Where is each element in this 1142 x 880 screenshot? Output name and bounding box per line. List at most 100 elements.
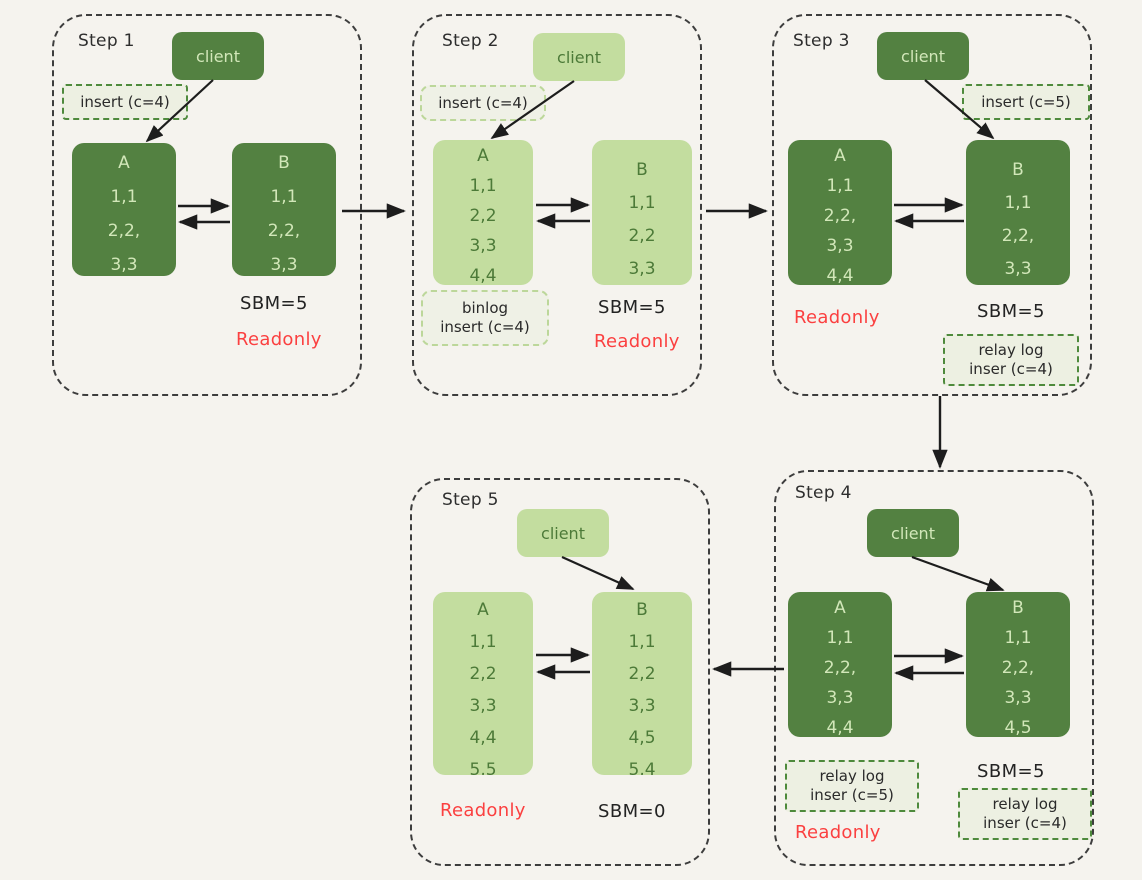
node-b-step1: B 1,1 2,2, 3,3 [232,143,336,276]
step-container-3 [772,14,1092,396]
sbm-label-step3: SBM=5 [977,301,1045,322]
node-row: 4,4 [469,266,497,285]
node-title: A [118,153,130,173]
node-a-step2: A 1,1 2,2 3,3 4,4 [433,140,533,285]
node-row: 1,1 [469,176,497,196]
step-label-5: Step 5 [442,490,499,510]
step-label-2: Step 2 [442,31,499,51]
client-box-step5: client [517,509,609,557]
sbm-label-step4: SBM=5 [977,761,1045,782]
relay-note-line2: inser (c=4) [983,814,1067,832]
node-a-step4: A 1,1 2,2, 3,3 4,4 [788,592,892,737]
node-row: 2,2, [823,658,857,678]
node-row: 2,2, [823,206,857,226]
node-row: 1,1 [1004,628,1032,648]
node-row: 3,3 [469,236,497,256]
node-b-step3: B 1,1 2,2, 3,3 [966,140,1070,285]
sbm-label-step5: SBM=0 [598,801,666,822]
node-row: 3,3 [826,236,854,256]
node-row: 1,1 [270,187,298,207]
node-title: B [278,153,290,173]
node-row: 3,3 [628,259,656,279]
node-row: 4,4 [469,728,497,748]
client-box-step1: client [172,32,264,80]
binlog-note-step2: binlog insert (c=4) [421,290,549,346]
client-note-step2: insert (c=4) [420,85,546,121]
binlog-note-line2: insert (c=4) [440,318,530,336]
node-a-step3: A 1,1 2,2, 3,3 4,4 [788,140,892,285]
step-label-4: Step 4 [795,483,852,503]
node-row: 4,4 [826,718,854,737]
client-note-step1: insert (c=4) [62,84,188,120]
node-title: A [477,146,489,166]
node-row: 4,5 [628,728,656,748]
node-row: 1,1 [628,193,656,213]
node-row: 2,2 [628,226,656,246]
node-row: 2,2 [628,664,656,684]
readonly-label-step2: Readonly [594,331,680,352]
client-box-step3: client [877,32,969,80]
node-row: 2,2 [469,664,497,684]
relay-note-b-step4: relay log inser (c=4) [958,788,1092,840]
node-a-step1: A 1,1 2,2, 3,3 [72,143,176,276]
node-title: B [636,600,648,620]
relay-note-step3: relay log inser (c=4) [943,334,1079,386]
node-row: 1,1 [826,176,854,196]
binlog-note-line1: binlog [461,299,509,318]
node-row: 3,3 [110,255,138,275]
node-row: 1,1 [1004,193,1032,213]
relay-note-line1: relay log [978,341,1044,360]
node-b-step2: B 1,1 2,2 3,3 [592,140,692,285]
step-label-1: Step 1 [78,31,135,51]
node-b-step4: B 1,1 2,2, 3,3 4,5 [966,592,1070,737]
readonly-label-step5: Readonly [440,800,526,821]
node-title: B [636,160,648,180]
node-row: 2,2, [1001,658,1035,678]
client-note-step3: insert (c=5) [962,84,1090,120]
node-row: 1,1 [110,187,138,207]
node-row: 3,3 [270,255,298,275]
node-row: 3,3 [469,696,497,716]
node-row: 1,1 [826,628,854,648]
client-box-step2: client [533,33,625,81]
node-row: 3,3 [628,696,656,716]
node-row: 1,1 [469,632,497,652]
step-container-5 [410,478,710,866]
readonly-label-step1: Readonly [236,329,322,350]
node-row: 2,2 [469,206,497,226]
readonly-label-step3: Readonly [794,307,880,328]
client-note-text: insert (c=4) [438,93,528,112]
node-row: 3,3 [1004,259,1032,279]
node-a-step5: A 1,1 2,2 3,3 4,4 5,5 [433,592,533,775]
node-row: 4,4 [826,266,854,285]
relay-note-line1: relay log [819,767,885,786]
step-container-2 [412,14,702,396]
client-box-step4: client [867,509,959,557]
relay-note-line1: relay log [992,795,1058,814]
node-row: 2,2, [1001,226,1035,246]
sbm-label-step1: SBM=5 [240,293,308,314]
client-note-text: insert (c=4) [80,92,170,111]
node-title: A [477,600,489,620]
sbm-label-step2: SBM=5 [598,297,666,318]
node-row: 3,3 [826,688,854,708]
step-label-3: Step 3 [793,31,850,51]
node-title: A [834,146,846,166]
relay-note-line2: inser (c=4) [969,360,1053,378]
node-row: 2,2, [107,221,141,241]
node-row: 2,2, [267,221,301,241]
node-b-step5: B 1,1 2,2 3,3 4,5 5,4 [592,592,692,775]
node-row: 5,5 [469,760,497,776]
node-title: B [1012,160,1024,180]
relay-note-line2: inser (c=5) [810,786,894,804]
node-row: 3,3 [1004,688,1032,708]
node-row: 5,4 [628,760,656,776]
relay-note-a-step4: relay log inser (c=5) [785,760,919,812]
readonly-label-step4: Readonly [795,822,881,843]
node-title: B [1012,598,1024,618]
node-title: A [834,598,846,618]
client-note-text: insert (c=5) [981,92,1071,111]
node-row: 4,5 [1004,718,1032,737]
step-container-1 [52,14,362,396]
